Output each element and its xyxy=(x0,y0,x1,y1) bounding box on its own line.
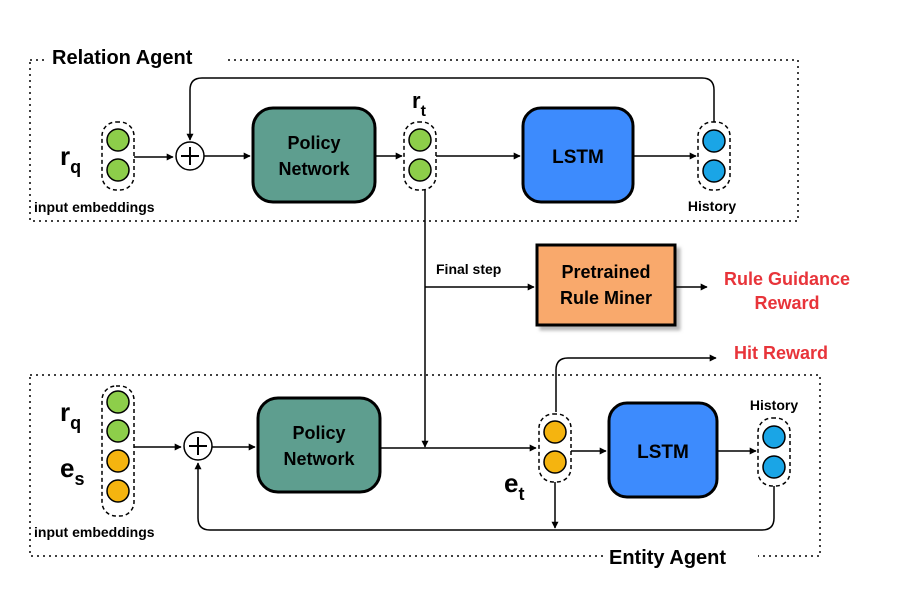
entity-history-node-1 xyxy=(762,425,786,449)
entity-policy-network xyxy=(256,396,382,494)
relation-query-label: rq xyxy=(60,141,81,177)
relation-lstm-label: LSTM xyxy=(552,147,604,168)
entity-input-node-3 xyxy=(106,449,130,473)
relation-feedback-loop xyxy=(186,77,715,141)
entity-lstm xyxy=(607,401,719,499)
relation-policy-network xyxy=(251,106,377,204)
entity-feedback-loop xyxy=(194,462,775,531)
relation-history-label: History xyxy=(688,198,736,214)
relation-agent-border xyxy=(29,59,799,222)
entity-agent-title: Entity Agent xyxy=(609,547,726,569)
entity-history-label: History xyxy=(750,397,798,413)
relation-output-node-2 xyxy=(408,158,432,182)
relation-policy-label-1: Policy xyxy=(287,133,340,153)
entity-input-node-2 xyxy=(106,419,130,443)
entity-output-label: et xyxy=(504,468,524,504)
rule-guidance-reward-1: Rule Guidance xyxy=(724,269,850,289)
entity-output-node-2 xyxy=(543,450,567,474)
entity-history-capsule xyxy=(757,417,791,487)
entity-lstm-label: LSTM xyxy=(637,442,689,463)
relation-output-node-1 xyxy=(408,128,432,152)
relation-input-node-1 xyxy=(106,128,130,152)
relation-output-label: rt xyxy=(412,88,427,120)
relation-policy-label-2: Network xyxy=(278,159,350,179)
entity-query-label: rq xyxy=(60,397,81,433)
entity-output-capsule xyxy=(538,413,572,483)
entity-policy-label-1: Policy xyxy=(292,423,345,443)
entity-output-node-1 xyxy=(543,420,567,444)
rule-miner-label-2: Rule Miner xyxy=(560,288,652,308)
hit-reward-label: Hit Reward xyxy=(734,343,828,363)
relation-input-capsule xyxy=(101,121,135,191)
relation-agent-title: Relation Agent xyxy=(52,47,193,69)
rule-miner-label-1: Pretrained xyxy=(561,262,650,282)
entity-input-node-4 xyxy=(106,479,130,503)
entity-input-node-1 xyxy=(106,390,130,414)
entity-input-label: input embeddings xyxy=(34,524,155,540)
rule-miner xyxy=(535,243,677,327)
final-step-label: Final step xyxy=(436,261,501,277)
relation-input-label: input embeddings xyxy=(34,199,155,215)
relation-agent-title-bg xyxy=(48,44,224,74)
entity-agent-title-bg xyxy=(606,540,758,570)
rule-guidance-reward-2: Reward xyxy=(754,293,819,313)
entity-input-capsule xyxy=(101,385,135,517)
entity-policy-label-2: Network xyxy=(283,449,355,469)
relation-input-node-2 xyxy=(106,158,130,182)
relation-history-node-2 xyxy=(702,159,726,183)
entity-history-node-2 xyxy=(762,455,786,479)
relation-history-node-1 xyxy=(702,129,726,153)
hit-reward-arrow xyxy=(555,354,717,412)
entity-source-label: es xyxy=(60,453,84,489)
relation-lstm xyxy=(521,106,635,204)
